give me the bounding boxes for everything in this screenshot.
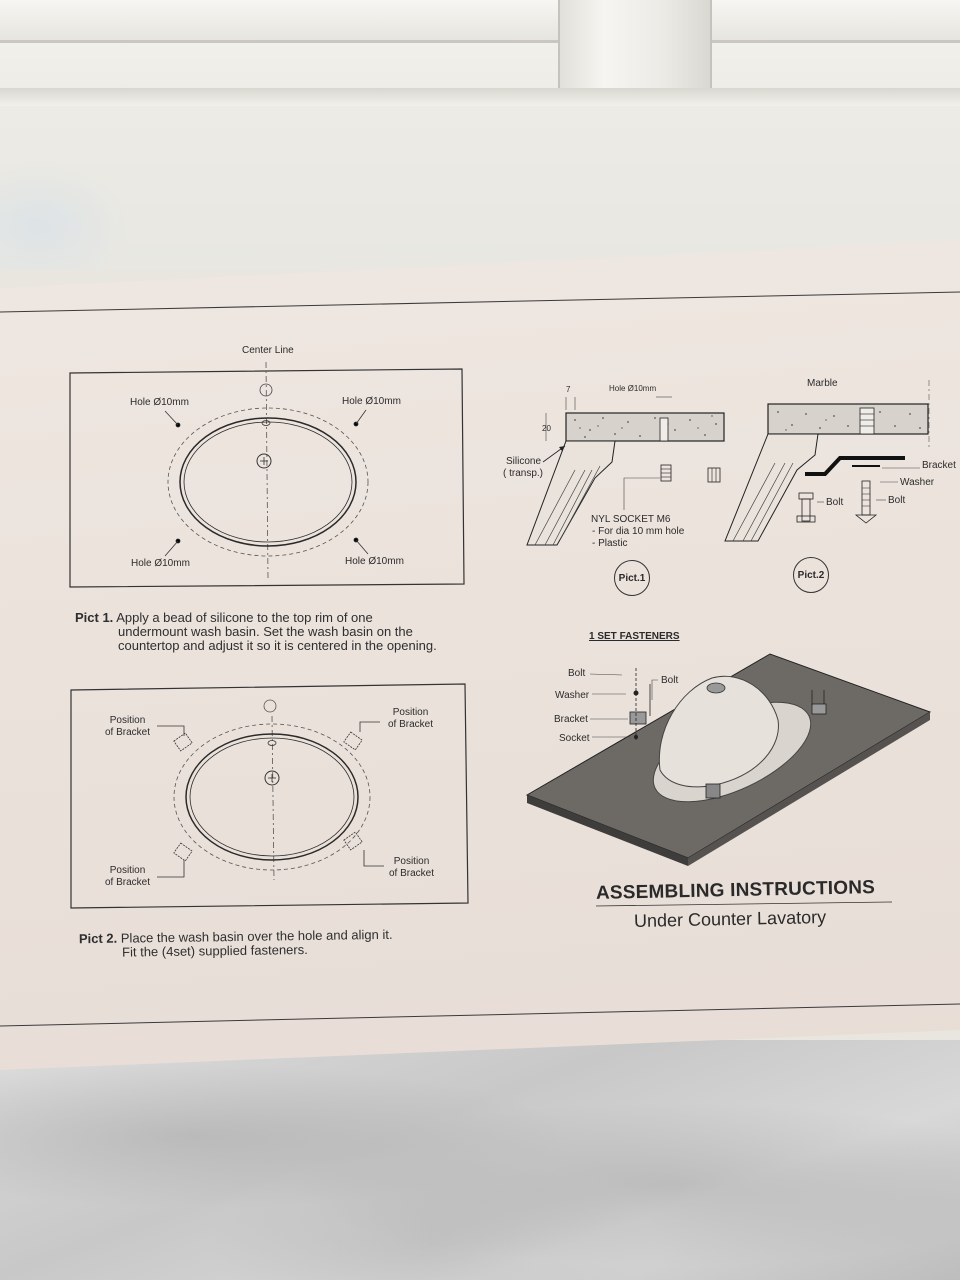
bolt-label-countersunk: Bolt: [888, 495, 906, 506]
hole-label-bottom-left: Hole Ø10mm: [131, 558, 190, 569]
window-rail: [0, 0, 960, 43]
water-stain: [0, 160, 130, 270]
pict1-caption-label: Pict 1.: [75, 610, 114, 625]
bracket-position-label-bottom-left: Position of Bracket: [105, 865, 151, 888]
washer-label: Washer: [900, 477, 935, 488]
fastener-socket-label: Socket: [559, 733, 590, 744]
window-post: [558, 0, 712, 95]
pict1-caption: Pict 1. Apply a bead of silicone to the …: [75, 611, 437, 653]
center-line-label: Center Line: [242, 345, 294, 356]
pict1-badge: Pict.1: [614, 560, 650, 596]
pict1-caption-line: undermount wash basin. Set the wash basi…: [118, 624, 413, 639]
bracket-position-label-top-right: Position of Bracket: [388, 707, 434, 730]
window-frame: [0, 0, 960, 270]
fasteners-title: 1 SET FASTENERS: [589, 631, 680, 642]
socket-spec-hole: - For dia 10 mm hole: [592, 526, 685, 537]
title-underline: [595, 901, 893, 907]
document-subtitle: Under Counter Lavatory: [633, 906, 827, 932]
instruction-sheet: [0, 240, 960, 1070]
bracket-label: Bracket: [922, 460, 956, 471]
section-detail-pict2: [724, 380, 930, 542]
fastener-bolt-right-label: Bolt: [661, 675, 679, 686]
section-detail-pict1: [526, 396, 725, 546]
isometric-assembly-drawing: [525, 653, 932, 866]
hole-label-top-right: Hole Ø10mm: [342, 396, 401, 407]
pict2-caption-label: Pict 2.: [78, 930, 118, 947]
fastener-washer-label: Washer: [555, 690, 590, 701]
marble-countertop: [0, 1040, 960, 1280]
hole-label-bottom-right: Hole Ø10mm: [345, 556, 404, 567]
window-sill: [0, 88, 960, 106]
dimension-20: 20: [542, 424, 551, 433]
bracket-position-label-bottom-right: Position of Bracket: [389, 856, 435, 879]
marble-label: Marble: [807, 378, 838, 389]
pict2-badge: Pict.2: [793, 557, 829, 593]
pict1-caption-line: countertop and adjust it so it is center…: [118, 638, 437, 653]
pict2-caption: Pict 2. Place the wash basin over the ho…: [78, 927, 393, 960]
silicone-label: Silicone: [506, 456, 542, 467]
fastener-bolt-label: Bolt: [568, 668, 586, 679]
socket-title: NYL SOCKET M6: [591, 514, 671, 525]
bracket-position-label-top-left: Position of Bracket: [105, 715, 151, 738]
hole-label-top-left: Hole Ø10mm: [130, 397, 189, 408]
section1-hole-label: Hole Ø10mm: [609, 384, 657, 393]
socket-spec-material: - Plastic: [592, 538, 628, 549]
bolt-label-hex: Bolt: [826, 497, 844, 508]
countertop-plan-drawing: [69, 361, 465, 588]
silicone-sub-label: ( transp.): [503, 468, 544, 479]
bracket-position-drawing: [70, 683, 469, 909]
fastener-bracket-label: Bracket: [554, 714, 588, 725]
pict1-caption-line: Apply a bead of silicone to the top rim …: [116, 610, 373, 625]
dimension-7: 7: [566, 385, 571, 394]
